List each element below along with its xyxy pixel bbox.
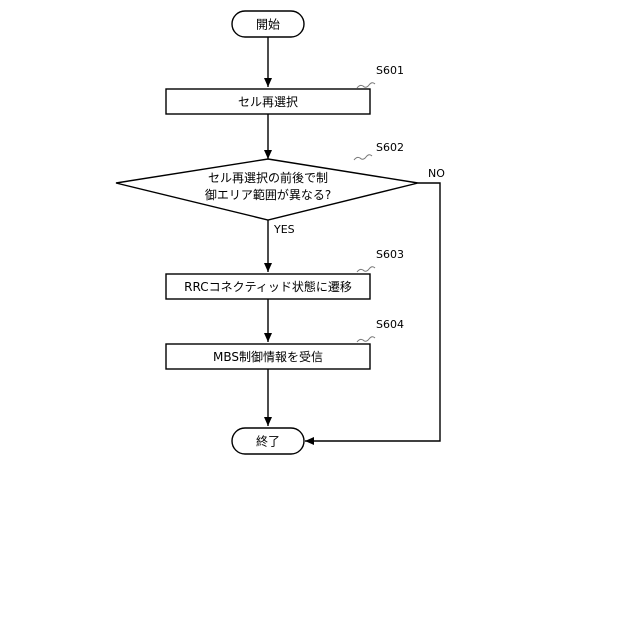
- process-s603-label: RRCコネクティッド状態に遷移: [184, 279, 352, 294]
- start-label: 開始: [256, 18, 280, 32]
- step-leader-s602: [354, 155, 372, 160]
- decision-s602-line2: 御エリア範囲が異なる?: [205, 187, 331, 202]
- step-leader-s603: [357, 267, 375, 272]
- decision-s602: セル再選択の前後で制 御エリア範囲が異なる?: [116, 159, 418, 220]
- decision-s602-line1: セル再選択の前後で制: [208, 170, 328, 185]
- step-leader-s601: [357, 83, 375, 88]
- end-terminal: 終了: [232, 428, 304, 454]
- branch-no-label: NO: [428, 167, 445, 180]
- process-s604: MBS制御情報を受信: [166, 344, 370, 369]
- process-s604-label: MBS制御情報を受信: [213, 349, 323, 364]
- step-id-s603: S603: [376, 248, 404, 261]
- step-leader-s604: [357, 337, 375, 342]
- process-s601: セル再選択: [166, 89, 370, 114]
- start-terminal: 開始: [232, 11, 304, 37]
- step-id-s604: S604: [376, 318, 404, 331]
- connector-no-branch: [305, 183, 440, 441]
- step-id-s601: S601: [376, 64, 404, 77]
- branch-yes-label: YES: [273, 223, 295, 236]
- step-id-s602: S602: [376, 141, 404, 154]
- process-s601-label: セル再選択: [238, 95, 298, 109]
- end-label: 終了: [256, 434, 280, 449]
- process-s603: RRCコネクティッド状態に遷移: [166, 274, 370, 299]
